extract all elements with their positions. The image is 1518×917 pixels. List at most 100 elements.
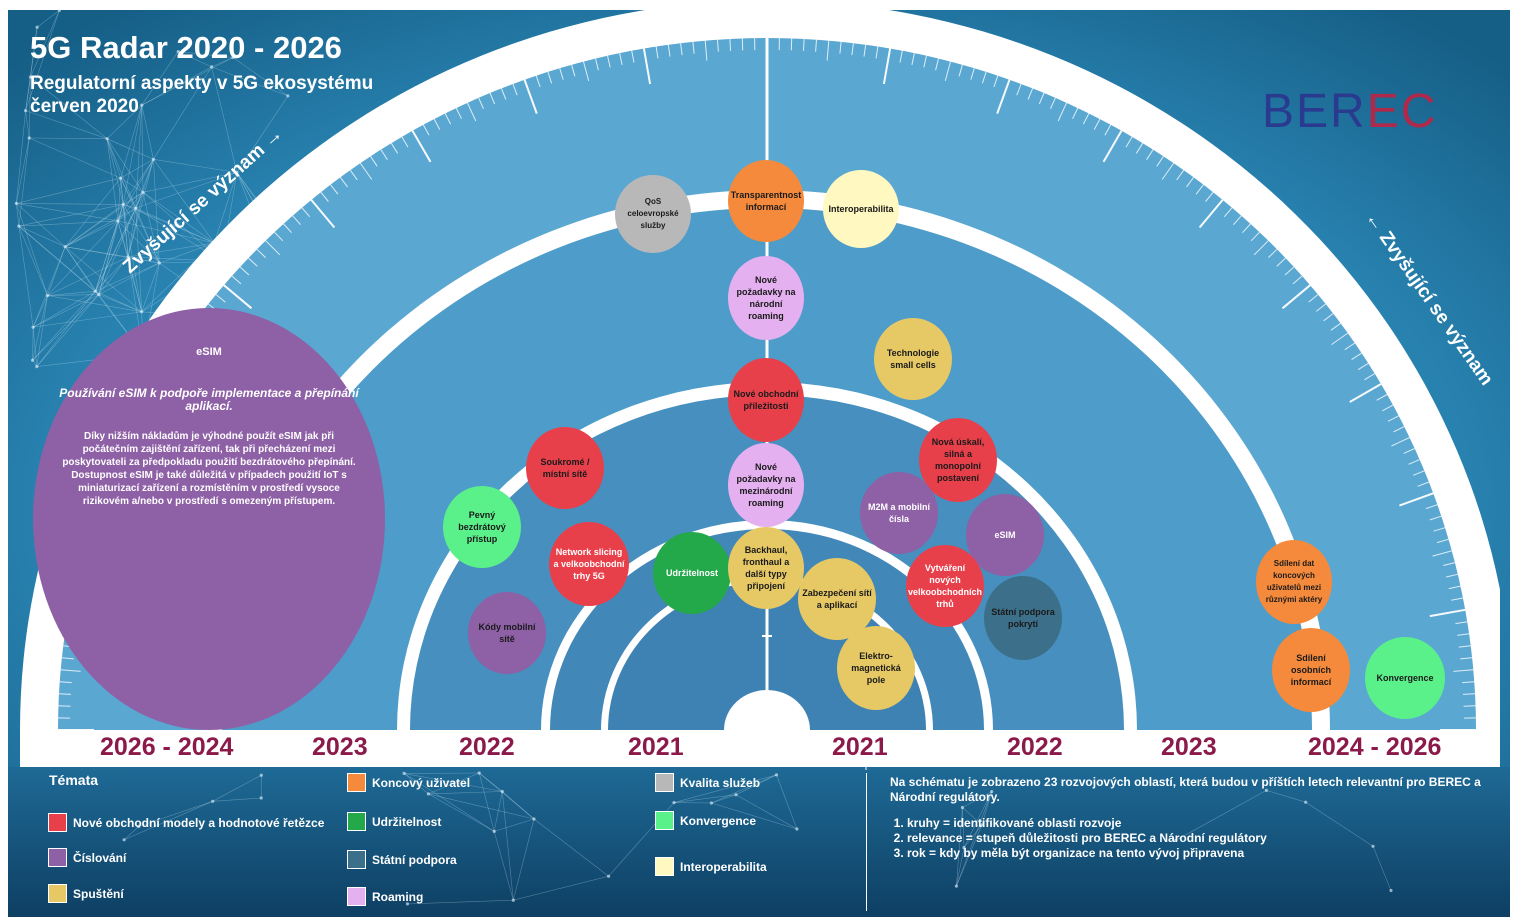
legend-item: Roaming	[347, 887, 423, 906]
legend-swatch	[655, 811, 674, 830]
subtitle-line-1: Regulatorní aspekty v 5G ekosystému	[30, 73, 374, 94]
logo-text-a: BER	[1262, 85, 1367, 138]
network-link	[106, 138, 137, 209]
network-link	[106, 138, 119, 221]
network-node	[211, 799, 215, 803]
network-link	[117, 220, 215, 244]
network-node	[235, 170, 239, 175]
bubble-business-opportunities: Nové obchodní příležitosti	[728, 358, 804, 442]
network-link	[117, 220, 142, 312]
scale-tick	[444, 113, 452, 125]
bubble-small-cells: Technologie small cells	[874, 318, 952, 400]
scale-tick	[1186, 177, 1195, 188]
scale-tick	[59, 681, 72, 684]
network-link	[95, 220, 119, 292]
scale-tick	[547, 71, 553, 84]
network-link	[36, 10, 60, 28]
network-node	[734, 793, 738, 797]
network-link	[65, 220, 119, 247]
scale-tick	[935, 58, 939, 71]
scale-tick	[58, 693, 72, 695]
scale-tick	[1038, 92, 1045, 105]
scale-tick	[993, 75, 999, 88]
network-link	[47, 291, 96, 296]
network-link	[212, 774, 262, 802]
network-node	[134, 206, 138, 210]
network-link	[962, 807, 983, 826]
legend-item: Státní podpora	[347, 850, 457, 869]
network-link	[18, 225, 66, 247]
network-link	[403, 773, 495, 832]
legend-item: Nové obchodní modely a hodnotové řetězce	[48, 813, 324, 832]
network-link	[16, 110, 26, 204]
scale-tick	[1451, 597, 1464, 601]
network-link	[135, 172, 237, 209]
network-link	[117, 159, 154, 222]
scale-tick	[283, 223, 292, 234]
scale-tick	[1223, 207, 1233, 218]
network-link	[25, 110, 30, 139]
network-link	[98, 220, 119, 295]
network-node	[121, 202, 125, 206]
network-link	[956, 824, 983, 887]
scale-tick	[571, 64, 576, 77]
network-link	[16, 137, 30, 204]
scale-tick	[1161, 162, 1175, 180]
legend-swatch	[48, 848, 67, 867]
scale-tick	[1391, 437, 1410, 447]
network-link	[32, 295, 48, 361]
network-link	[1266, 790, 1306, 803]
scale-tick	[455, 107, 462, 120]
network-link	[153, 159, 237, 173]
network-link	[32, 327, 38, 367]
scale-tick	[1308, 294, 1319, 303]
scale-tick	[274, 231, 284, 242]
network-decoration	[14, 8, 1393, 906]
bubble-esim: eSIM	[966, 494, 1044, 576]
scale-tick	[1344, 342, 1356, 351]
scale-tick	[1315, 303, 1327, 312]
network-link	[16, 203, 118, 222]
scale-tick	[642, 48, 652, 85]
scale-tick	[359, 162, 373, 180]
network-link	[106, 138, 124, 205]
network-link	[64, 246, 96, 292]
network-link	[47, 256, 129, 296]
scale-tick	[607, 55, 611, 68]
scale-tick	[1364, 373, 1375, 381]
bubble-transparency: Transparentnost informací	[728, 160, 804, 242]
network-link	[30, 27, 38, 78]
network-link	[47, 295, 142, 313]
scale-tick	[478, 97, 484, 110]
scale-tick	[1156, 156, 1164, 167]
scale-tick	[1443, 562, 1456, 566]
legend-item: Číslování	[48, 848, 126, 867]
network-node	[122, 838, 126, 842]
bubble-mobile-network-codes: Kódy mobilní sítě	[468, 592, 546, 674]
scale-tick	[256, 248, 266, 258]
network-node	[532, 817, 536, 821]
scale-tick	[619, 52, 623, 66]
network-link	[428, 793, 495, 832]
network-link	[122, 204, 160, 264]
network-link	[135, 207, 160, 264]
network-node	[176, 50, 180, 54]
network-link	[120, 178, 124, 205]
network-link	[141, 66, 212, 106]
scale-tick	[1135, 142, 1144, 154]
network-link	[25, 77, 31, 111]
network-link	[32, 294, 99, 328]
scale-tick	[512, 83, 518, 96]
network-node	[286, 94, 290, 98]
scale-tick	[595, 58, 599, 71]
scale-tick	[1176, 169, 1185, 181]
network-node	[17, 224, 21, 228]
scale-tick	[1460, 657, 1473, 660]
network-link	[64, 177, 121, 247]
network-node	[35, 25, 39, 29]
scale-tick	[692, 41, 695, 54]
scale-tick	[1093, 118, 1101, 130]
network-link	[178, 51, 233, 58]
legend-label: Nové obchodní modely a hodnotové řetězce	[73, 815, 325, 830]
